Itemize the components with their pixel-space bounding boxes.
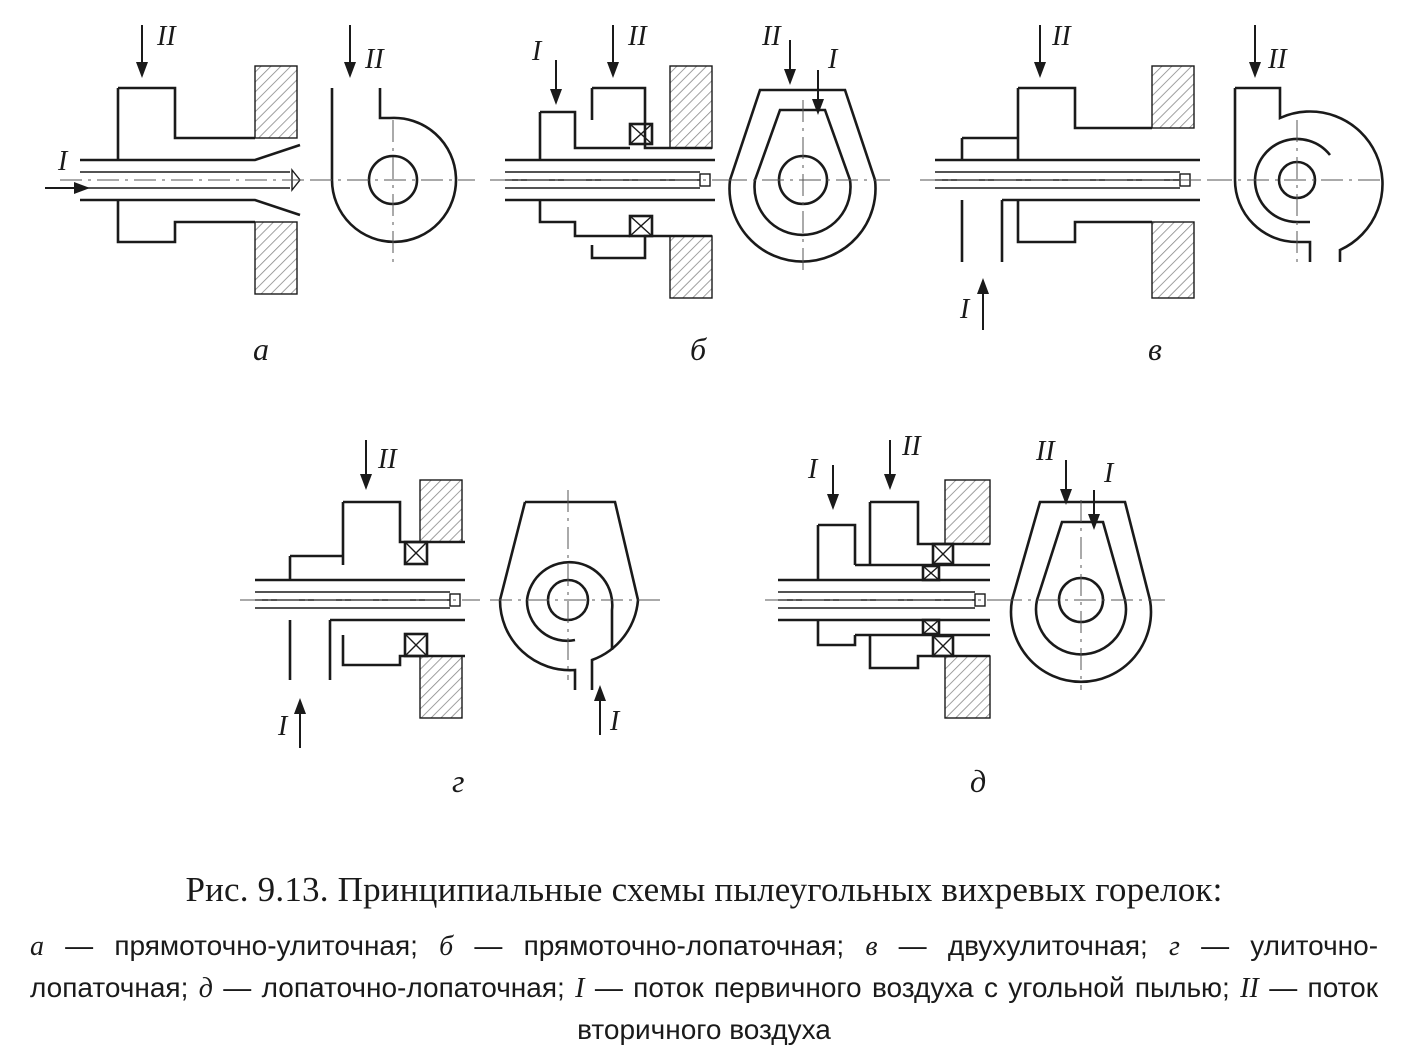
primary-air-box [816, 523, 857, 647]
label-v-secondary: II [1051, 21, 1072, 52]
panel-d-side-view [765, 479, 1000, 719]
secondary-air-box [590, 86, 712, 260]
panel-b-front-view [725, 88, 890, 270]
figure-legend: а — прямоточно-улиточная; б — прямоточно… [30, 925, 1378, 1050]
inner-volute [525, 560, 614, 650]
panel-a: II II I а [45, 21, 475, 367]
swirler-bottom [403, 632, 429, 658]
panel-v-sublabel: в [1148, 331, 1162, 367]
furnace-wall-bottom [419, 655, 463, 719]
figure-caption-title: Рис. 9.13. Принципиальные схемы пылеугол… [185, 870, 1223, 909]
panel-g-sublabel: г [452, 763, 464, 799]
swirler-bottom [628, 214, 654, 238]
legend-item-primary: I — поток первичного воздуха с угольной … [575, 972, 1230, 1004]
outer-pear [1009, 500, 1153, 684]
label-g-primary: I [277, 711, 289, 742]
primary-pipe [80, 143, 301, 217]
outer-volute [1233, 86, 1384, 262]
inner-pear [753, 108, 852, 237]
panel-d: I II II I д [765, 431, 1165, 799]
label-a-secondary: II [156, 21, 177, 52]
panel-g: II I I г [240, 440, 660, 799]
inner-pear [1034, 520, 1128, 656]
panel-a-front-view [310, 88, 475, 265]
legend-item-d: д — лопаточно-лопаточная; [198, 972, 565, 1004]
panel-v-arrows: II II I [959, 21, 1288, 330]
panel-a-sublabel: а [253, 331, 269, 367]
legend-item-b: б — прямоточно-лопаточная; [439, 930, 845, 962]
primary-air-box [288, 554, 343, 680]
label-d-primary-front: I [1103, 458, 1115, 489]
label-d-secondary-front: II [1035, 436, 1056, 467]
primary-pipe [255, 578, 465, 622]
panel-g-arrows: II I I [277, 440, 621, 748]
panel-b-sublabel: б [690, 331, 707, 367]
label-a-primary: I [57, 146, 69, 177]
panel-d-sublabel: д [970, 763, 986, 799]
label-v-primary: I [959, 294, 971, 325]
legend-item-a: а — прямоточно-улиточная; [30, 930, 418, 962]
furnace-wall-bottom [1151, 221, 1195, 299]
legend-item-v: в — двухулиточная; [865, 930, 1148, 962]
label-g-primary-front: I [609, 706, 621, 737]
panel-v-side-view [920, 65, 1210, 299]
panel-g-side-view [240, 479, 480, 719]
furnace-wall-bottom [944, 655, 991, 719]
label-d-primary: I [807, 454, 819, 485]
primary-pipe [778, 563, 990, 637]
furnace-wall-top [419, 479, 463, 543]
label-a-secondary-front: II [364, 44, 385, 75]
label-b-primary-front: I [827, 44, 839, 75]
primary-air-box [960, 136, 1018, 262]
volute [330, 88, 458, 244]
label-g-secondary: II [377, 444, 398, 475]
panel-v: II II I в [920, 21, 1385, 367]
furnace-wall-top [944, 479, 991, 545]
primary-pipe [505, 158, 715, 202]
label-b-secondary: II [627, 21, 648, 52]
furnace-wall-top [669, 65, 713, 149]
secondary-air-box [116, 86, 255, 244]
panel-d-arrows: I II II I [807, 431, 1115, 530]
panel-a-arrows: II II I [45, 21, 385, 194]
outer-shell [498, 500, 640, 690]
outer-pear [728, 88, 877, 263]
panel-v-front-view [1210, 86, 1385, 265]
label-d-secondary: II [901, 431, 922, 462]
swirler-top [628, 122, 654, 146]
label-v-secondary-front: II [1267, 44, 1288, 75]
furnace-wall-bottom [254, 221, 298, 295]
furnace-wall-top [254, 65, 298, 139]
panel-g-front-view [490, 490, 660, 690]
panel-d-front-view [1000, 500, 1165, 690]
inner-volute [1253, 137, 1332, 224]
legend-item-g: г — улиточно-лопаточная; [30, 930, 1379, 1003]
primary-pipe [935, 158, 1200, 202]
primary-air-box [538, 110, 630, 238]
label-b-secondary-front: II [761, 21, 782, 52]
label-b-primary: I [531, 36, 543, 67]
panel-b-arrows: I II II I [531, 21, 839, 115]
panel-b: I II II I б [490, 21, 890, 367]
secondary-air-box [1016, 86, 1152, 244]
furnace-wall-bottom [669, 235, 713, 299]
panel-a-side-view [60, 65, 310, 295]
panel-b-side-view [490, 65, 725, 299]
swirler-top [403, 540, 429, 566]
legend-item-secondary: II — поток вторичного воздуха [577, 972, 1378, 1045]
furnace-wall-top [1151, 65, 1195, 129]
